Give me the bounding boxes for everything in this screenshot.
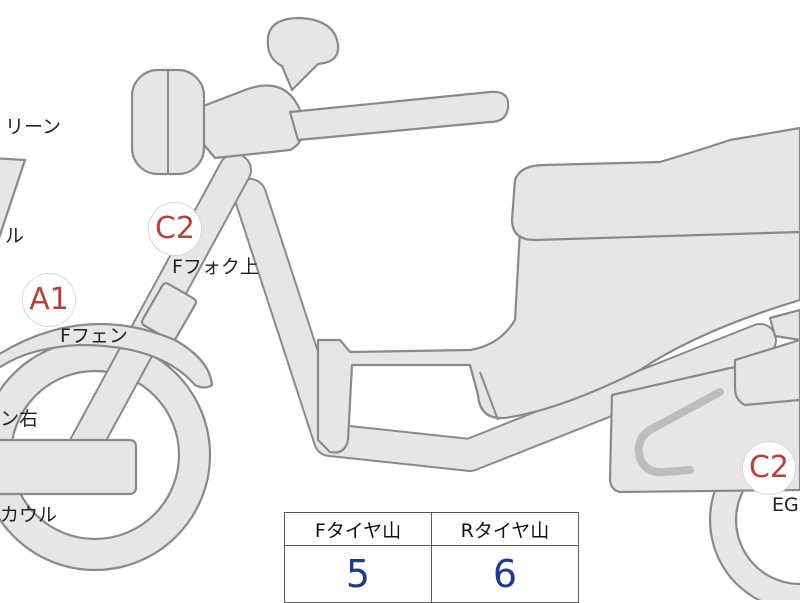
label-right-side: ン右	[0, 408, 39, 430]
badge-fork-upper: C2	[148, 202, 202, 256]
label-cowl-lower: カウル	[0, 504, 58, 526]
front-tread-value: 5	[284, 545, 432, 603]
label-front-fender: Fフェン	[60, 325, 128, 347]
label-cowl-mid: ル	[5, 225, 25, 247]
front-fender	[0, 322, 214, 389]
label-eg: EG	[772, 494, 799, 516]
front-tread-header: Fタイヤ山	[284, 512, 432, 546]
rear-tread-header: Rタイヤ山	[431, 512, 579, 546]
badge-front-fender: A1	[22, 273, 76, 327]
handlebar	[288, 90, 510, 142]
screen-fragment	[0, 157, 27, 239]
tire-tread-table: Fタイヤ山 Rタイヤ山 5 6	[284, 512, 579, 603]
label-fork-upper: Fフォク上	[172, 256, 259, 278]
label-screen: リーン	[5, 116, 62, 138]
step-through-body	[316, 218, 800, 454]
mirror	[266, 16, 340, 92]
lower-cowl	[0, 438, 138, 496]
rear-tread-value: 6	[431, 545, 579, 603]
badge-engine: C2	[742, 441, 796, 495]
seat	[510, 126, 800, 242]
